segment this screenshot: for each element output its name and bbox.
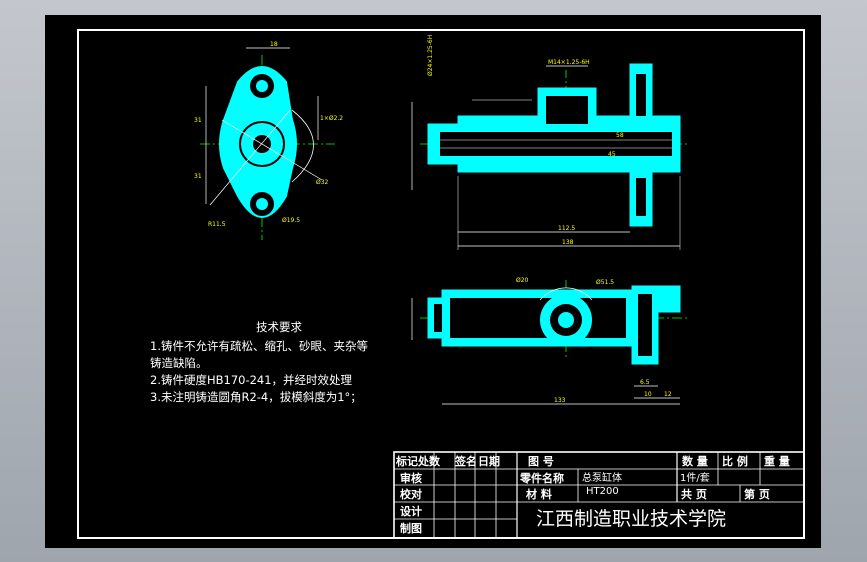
tb-review: 审核 [400, 471, 422, 485]
tb-material-label: 材 料 [526, 487, 552, 501]
tb-part-name: 总泵缸体 [582, 471, 622, 484]
left-view: 18 R11.5 Ø19.5 31 31 Ø32 1×Ø2.2 [194, 41, 343, 240]
tb-scale: 比 例 [722, 454, 748, 468]
tb-design: 设计 [400, 504, 422, 518]
tb-draw: 制图 [400, 521, 422, 535]
tb-material: HT200 [586, 486, 619, 497]
tb-check: 校对 [400, 487, 422, 501]
dim-bottom-r1: Ø20 [516, 277, 529, 284]
dim-left-h1: 31 [194, 117, 202, 124]
dim-left-r: R11.5 [208, 221, 226, 228]
front-view: M14×1.25-6H Ø24×1.25-6H 112.5 138 58 45 [411, 35, 690, 250]
dim-left-side: 1×Ø2.2 [320, 115, 343, 122]
dim-bottom-s1: 6.5 [640, 379, 650, 386]
tech-line-4: 3.未注明铸造圆角R2-4，拔模斜度为1°； [150, 390, 362, 404]
dim-left-dia: Ø32 [316, 179, 329, 186]
tb-sign: 签名 [454, 454, 477, 468]
tb-qty-value: 1件/套 [680, 471, 710, 484]
tb-drawing-no: 图 号 [528, 455, 554, 468]
title-block-text: 标记 处数 签名 日期 图 号 数 量 比 例 重 量 审核 零件名称 总泵缸体… [395, 454, 790, 535]
tb-weight: 重 量 [764, 454, 790, 468]
dim-bottom-s2: 10 [644, 391, 652, 398]
drawing-sheet [45, 15, 821, 548]
title-block [393, 451, 805, 539]
tb-total-sheets: 共 页 [681, 487, 707, 501]
tb-date: 日期 [478, 454, 500, 468]
dim-left-top: 18 [270, 41, 278, 48]
tb-school: 江西制造职业技术学院 [536, 508, 726, 530]
tech-heading: 技术要求 [256, 320, 302, 334]
dim-front-top1: M14×1.25-6H [548, 59, 590, 66]
dim-front-top2: Ø24×1.25-6H [427, 35, 434, 76]
dim-bottom-w: 133 [554, 397, 566, 404]
dim-front-w1: 112.5 [558, 225, 575, 232]
dim-front-inner2: 45 [608, 151, 616, 158]
tb-count: 处数 [417, 454, 441, 468]
tb-qty: 数 量 [682, 454, 708, 468]
tb-part-name-label: 零件名称 [519, 471, 564, 485]
dim-bottom-s3: 12 [664, 391, 672, 398]
tech-line-3: 2.铸件硬度HB170-241，并经时效处理 [150, 373, 353, 387]
dim-left-d: Ø19.5 [282, 217, 300, 224]
tech-line-2: 铸造缺陷。 [150, 356, 208, 370]
top-view: Ø20 Ø51.5 133 6.5 10 12 [411, 277, 690, 405]
technical-requirements: 技术要求 1.铸件不允许有疏松、缩孔、砂眼、夹杂等 铸造缺陷。 2.铸件硬度HB… [150, 320, 368, 404]
dim-left-h2: 31 [194, 173, 202, 180]
tech-line-1: 1.铸件不允许有疏松、缩孔、砂眼、夹杂等 [150, 339, 368, 353]
dim-front-inner: 58 [616, 132, 624, 139]
dim-bottom-r2: Ø51.5 [596, 279, 614, 286]
dim-front-w2: 138 [562, 239, 574, 246]
tb-mark: 标记 [395, 454, 418, 468]
tb-sheet: 第 页 [744, 487, 770, 501]
